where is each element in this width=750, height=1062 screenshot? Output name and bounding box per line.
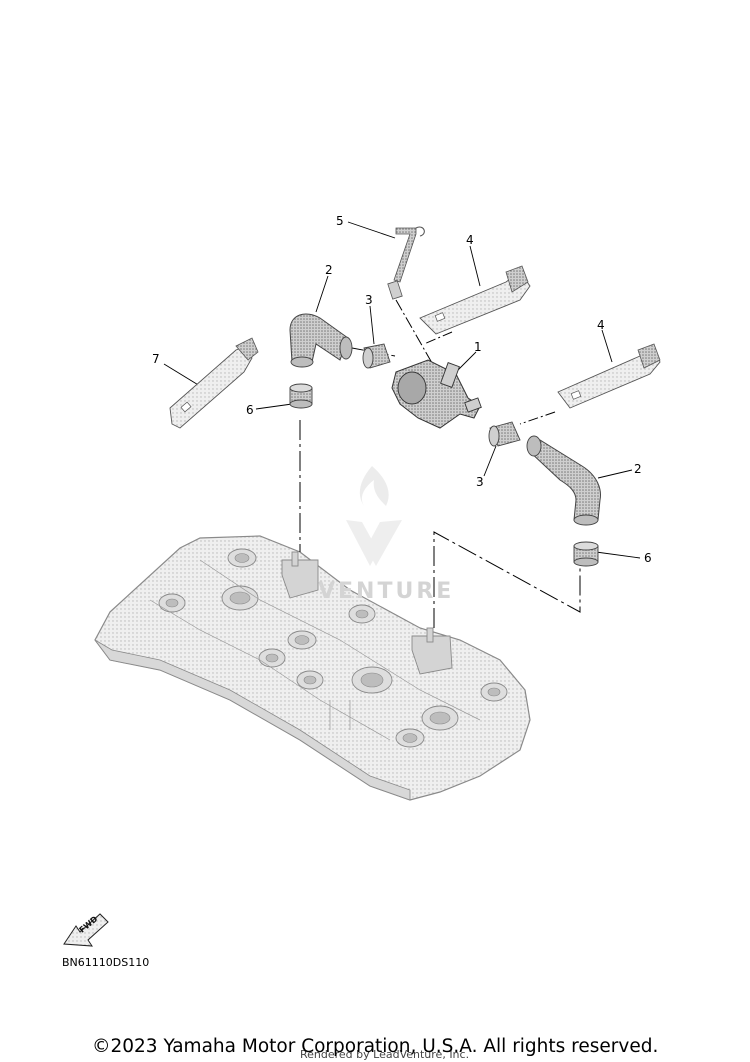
- cylinder-head-cover: [94, 535, 531, 801]
- part-7-bracket: [169, 337, 259, 429]
- watermark-text: VENTURE: [318, 579, 455, 604]
- part-2-hose-lower: [526, 435, 601, 526]
- part-2-hose-upper: [289, 313, 353, 368]
- callout-4-lower: 4: [597, 318, 605, 332]
- rendered-by-text: Rendered by LeadVenture, Inc.: [300, 1048, 470, 1061]
- callout-6-lower: 6: [644, 551, 652, 565]
- callout-2-lower: 2: [634, 462, 642, 476]
- diagram-code: BN61110DS110: [62, 956, 150, 969]
- callout-3-upper: 3: [365, 293, 373, 307]
- part-6-clamp-upper: [289, 383, 313, 409]
- leader-lines: [299, 299, 581, 628]
- part-3-clamp-lower: [488, 421, 521, 447]
- callout-6-upper: 6: [246, 403, 254, 417]
- part-4-plate-lower: [557, 343, 661, 409]
- copyright-text: ©2023 Yamaha Motor Corporation, U.S.A. A…: [92, 1036, 659, 1057]
- callout-5: 5: [336, 214, 344, 228]
- callout-1: 1: [474, 340, 482, 354]
- part-4-plate-upper: [419, 265, 531, 335]
- callout-2-upper: 2: [325, 263, 333, 277]
- callout-4-upper: 4: [466, 233, 474, 247]
- part-1-valve: [391, 359, 482, 429]
- part-6-clamp-lower: [573, 541, 599, 567]
- watermark-logo: [346, 466, 402, 566]
- fwd-arrow-icon: [63, 913, 109, 947]
- callout-leaders: [163, 221, 641, 559]
- part-5-bracket: [387, 226, 425, 300]
- part-3-clamp-upper: [362, 343, 391, 369]
- callout-7: 7: [152, 352, 160, 366]
- callout-3-lower: 3: [476, 475, 484, 489]
